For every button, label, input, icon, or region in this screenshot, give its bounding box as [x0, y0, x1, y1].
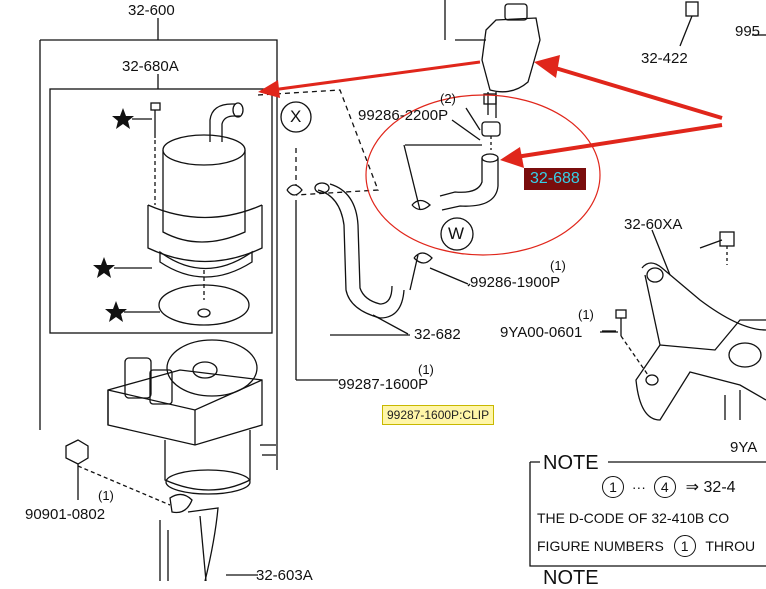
group-32-600-frame: [39, 39, 278, 470]
annotation-arrows: [258, 55, 723, 168]
note-line-3-head: FIGURE NUMBERS: [537, 538, 664, 554]
nut-90901-0802-drawing: [65, 439, 171, 506]
nut-32-422-drawing: [679, 1, 699, 47]
label-32-600: 32-600: [128, 2, 175, 19]
label-99287-1600p: 99287-1600P: [338, 376, 429, 393]
label-32-680a: 32-680A: [122, 58, 179, 75]
marker-x-label: X: [290, 107, 302, 126]
bracket-32-60xa-drawing: [635, 229, 766, 421]
note-line-3-tail: THROU: [705, 538, 756, 554]
note-title-2: NOTE: [540, 568, 602, 588]
label-9ya-partial: 9YA: [730, 439, 758, 456]
qty-9ya00-0601: (1): [578, 307, 594, 322]
note-title: NOTE: [540, 453, 602, 473]
qty-99286-2200p: (2): [440, 91, 456, 106]
pump-body-drawing: [108, 339, 276, 495]
clip-99286-1900p-drawing: [413, 252, 433, 264]
label-32-60xa: 32-60XA: [624, 216, 683, 233]
marker-x-circle: [280, 101, 312, 133]
note-line-3: FIGURE NUMBERS 1 THROU: [537, 535, 755, 557]
note-circle-4: 4: [653, 476, 676, 498]
label-32-682: 32-682: [414, 326, 461, 343]
reservoir-drawing: [444, 0, 541, 118]
note-line-1: 1 ··· 4 ⇒ 32-4: [602, 476, 736, 498]
clip-99287-1600p-drawing: [286, 184, 303, 196]
marker-w-label: W: [448, 224, 465, 243]
group-32-680a-box: [49, 88, 273, 334]
label-32-422: 32-422: [641, 50, 688, 67]
hose-32-688-drawing: [403, 121, 501, 211]
clip-callout-tag: 99287-1600P:CLIP: [382, 405, 495, 425]
note-circle-line3: 1: [673, 535, 696, 557]
label-32-603a: 32-603A: [256, 567, 313, 584]
label-90901-0802: 90901-0802: [25, 506, 106, 523]
qty-99287-1600p: (1): [418, 362, 434, 377]
marker-w-circle: [440, 217, 474, 251]
label-9ya00-0601: 9YA00-0601: [500, 324, 583, 341]
label-32-688-highlighted: 32-688: [524, 168, 586, 190]
bolt-9ya00-0601-drawing: [602, 309, 649, 376]
qty-99286-1900p: (1): [550, 258, 566, 273]
note-line-2: THE D-CODE OF 32-410B CO: [537, 510, 730, 526]
note-box: [529, 461, 766, 567]
label-99286-1900p: 99286-1900P: [470, 274, 561, 291]
note-line-1-tail: ⇒ 32-4: [685, 479, 736, 496]
bracket-32-603a-drawing: [159, 493, 258, 581]
annotation-ellipse: [365, 94, 601, 256]
label-99286-2200p: 99286-2200P: [358, 107, 449, 124]
qty-90901-0802: (1): [98, 488, 114, 503]
hose-32-682-drawing: [314, 182, 419, 335]
note-circle-1: 1: [602, 476, 624, 498]
label-995-partial: 995: [735, 23, 761, 40]
star-markers: [93, 108, 134, 322]
pump-motor-drawing: [147, 102, 263, 326]
note-line-1-dots: ···: [631, 479, 646, 495]
